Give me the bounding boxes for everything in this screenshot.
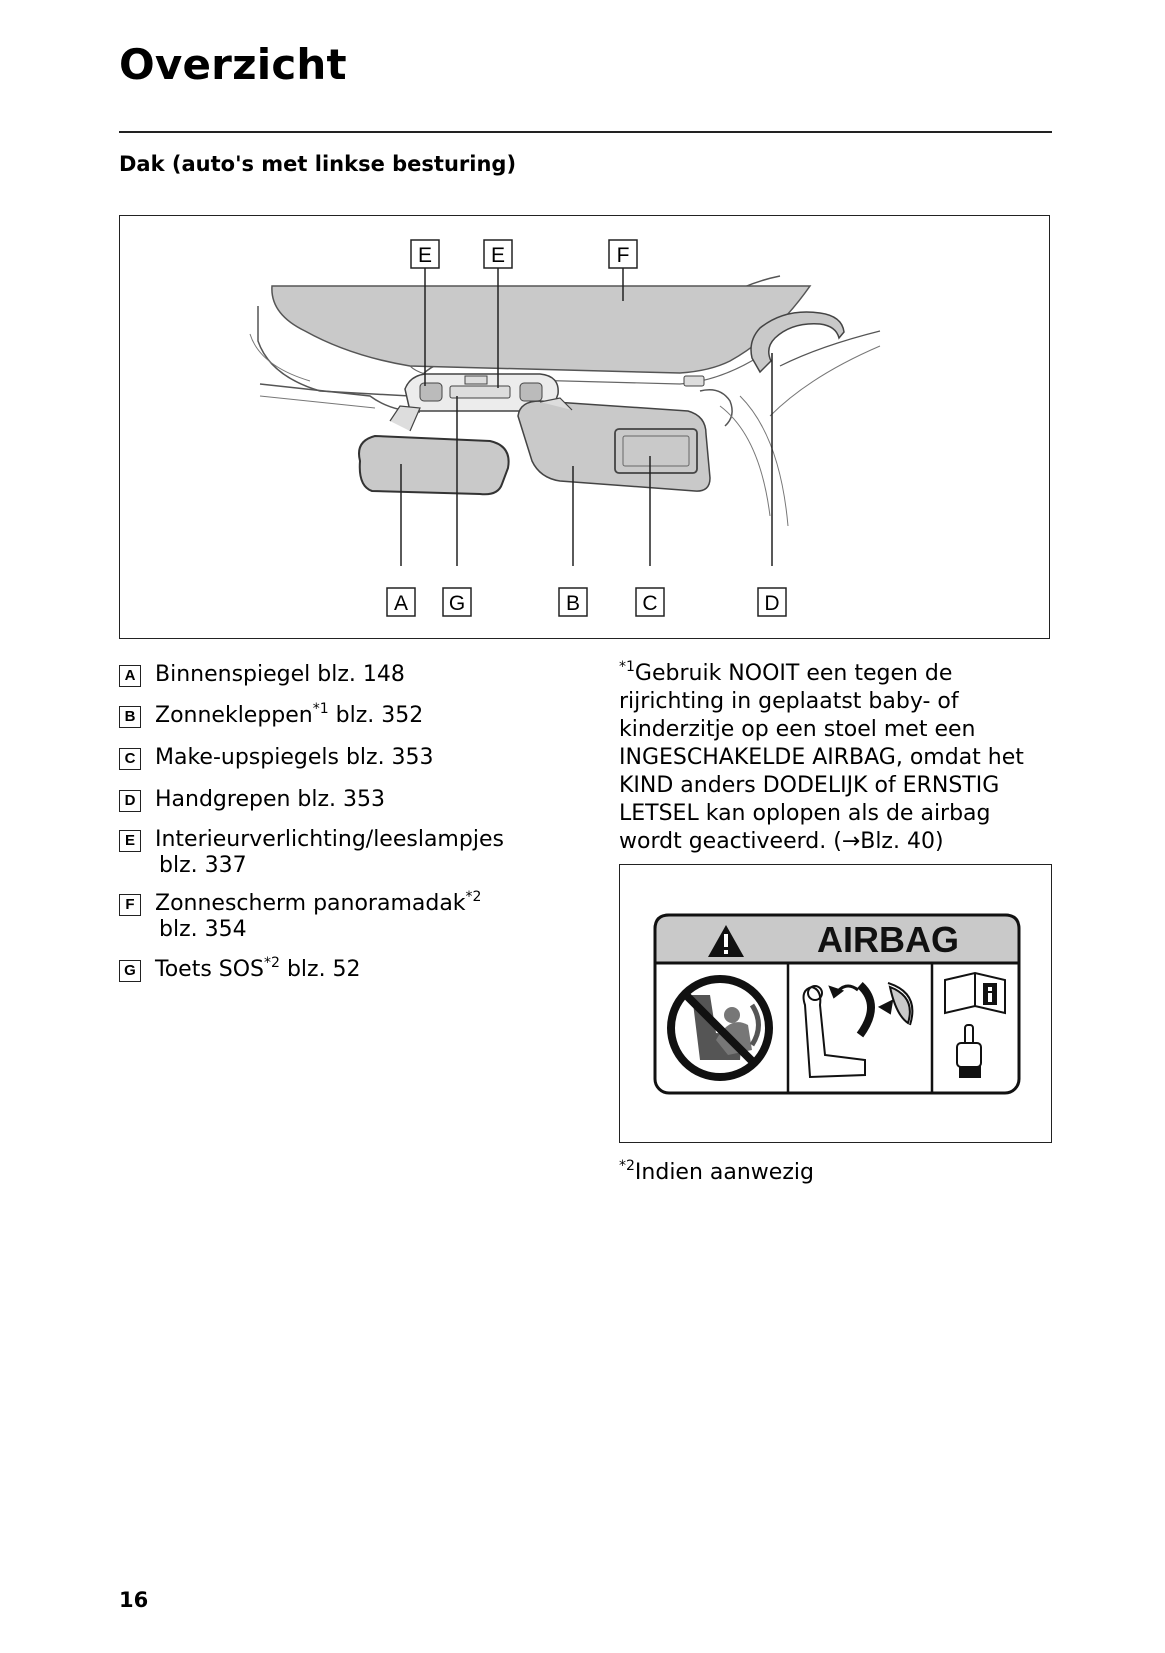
roof-figure: E E F A G B C D xyxy=(119,215,1050,639)
footnote-1-text: Gebruik NOOIT een tegen de rijrichting i… xyxy=(619,661,1024,854)
callout-c: C xyxy=(642,592,657,615)
read-manual-icon xyxy=(944,971,1006,1015)
callout-d: D xyxy=(764,592,779,615)
page-number: 16 xyxy=(119,1588,149,1612)
legend-key: G xyxy=(119,960,141,982)
no-child-seat-icon xyxy=(667,975,773,1081)
legend-item-e: E Interieurverlichting/leeslampjes blz. 3… xyxy=(119,827,504,879)
legend-item-b: B Zonnekleppen*1 blz. 352 xyxy=(119,701,424,729)
legend-key: D xyxy=(119,790,141,812)
footnote-marker: *2 xyxy=(264,955,280,971)
legend-key: A xyxy=(119,665,141,687)
legend-key: C xyxy=(119,748,141,770)
legend-item-g: G Toets SOS*2 blz. 52 xyxy=(119,955,361,983)
section-heading: Dak (auto's met linkse besturing) xyxy=(119,152,517,176)
legend-label[interactable]: Handgrepen blz. 353 xyxy=(155,787,386,812)
legend-page-ref[interactable]: blz. 354 xyxy=(159,917,247,942)
legend-label[interactable]: Zonnekleppen xyxy=(155,703,313,728)
footnote-marker: *1 xyxy=(619,659,635,675)
warning-triangle-icon xyxy=(708,925,744,957)
legend-key: B xyxy=(119,706,141,728)
footnote-1: *1Gebruik NOOIT een tegen de rijrichting… xyxy=(619,660,1059,856)
legend-page-ref[interactable]: blz. 352 xyxy=(328,703,424,728)
airbag-deploy-icon xyxy=(802,982,914,1079)
callout-a: A xyxy=(394,592,408,615)
panoramic-roof xyxy=(271,285,812,374)
footnote-marker: *1 xyxy=(312,701,329,717)
footnote-marker: *2 xyxy=(619,1158,635,1174)
legend-label[interactable]: Zonnescherm panoramadak xyxy=(155,891,466,916)
callout-e2: E xyxy=(491,244,505,267)
legend-item-d: D Handgrepen blz. 353 xyxy=(119,787,385,813)
legend-key: F xyxy=(119,894,141,916)
title-divider xyxy=(119,131,1052,133)
vanity-mirror xyxy=(614,428,698,474)
airbag-warning-label: AIRBAG xyxy=(619,864,1052,1143)
legend-item-c: C Make-upspiegels blz. 353 xyxy=(119,745,434,771)
roof-illustration: E E F A G B C D xyxy=(249,239,881,617)
footnote-2: *2Indien aanwezig xyxy=(619,1158,814,1185)
hand-pointing-icon xyxy=(956,1024,982,1078)
callout-e1: E xyxy=(418,244,432,267)
legend-label[interactable]: Binnenspiegel blz. 148 xyxy=(155,662,405,687)
legend-item-a: A Binnenspiegel blz. 148 xyxy=(119,662,405,688)
footnote-2-text: Indien aanwezig xyxy=(634,1160,814,1185)
legend-page-ref[interactable]: blz. 337 xyxy=(159,853,247,878)
callout-f: F xyxy=(617,244,630,267)
footnote-marker: *2 xyxy=(465,889,482,905)
legend-key: E xyxy=(119,830,141,852)
legend-page-ref[interactable]: blz. 52 xyxy=(279,957,361,982)
page-title: Overzicht xyxy=(119,40,347,89)
callout-g: G xyxy=(449,592,465,615)
legend-label[interactable]: Toets SOS xyxy=(155,957,265,982)
legend-item-f: F Zonnescherm panoramadak*2 blz. 354 xyxy=(119,889,482,943)
legend-label[interactable]: Make-upspiegels blz. 353 xyxy=(155,745,434,770)
callout-b: B xyxy=(566,592,580,615)
airbag-label-title: AIRBAG xyxy=(817,919,959,960)
interior-mirror xyxy=(358,434,510,496)
legend-label[interactable]: Interieurverlichting/leeslampjes xyxy=(155,827,504,852)
grab-handle xyxy=(750,311,845,374)
